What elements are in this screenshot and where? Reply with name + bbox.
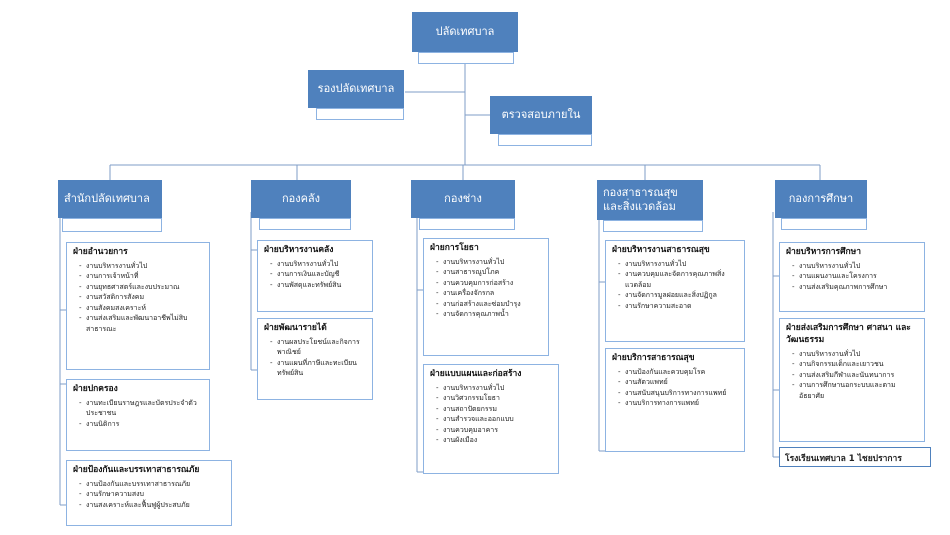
division-subbox bbox=[781, 218, 867, 230]
division-subbox bbox=[603, 220, 703, 232]
chief-administrator-label: ปลัดเทศบาล bbox=[435, 25, 495, 39]
list-item: งานกิจกรรมเด็กและเยาวชน bbox=[792, 359, 919, 370]
list-item: งานควบคุมและจัดการคุณภาพสิ่งแวดล้อม bbox=[618, 269, 739, 290]
section-box: ฝ่ายปกครอง งานทะเบียนราษฎรและบัตรประจำตั… bbox=[66, 379, 210, 451]
section-heading: ฝ่ายอำนวยการ bbox=[73, 247, 128, 257]
section-heading: ฝ่ายแบบแผนและก่อสร้าง bbox=[430, 369, 522, 379]
section-heading: ฝ่ายบริการสาธารณสุข bbox=[612, 353, 695, 363]
list-item: งานพัสดุและทรัพย์สิน bbox=[270, 280, 367, 291]
list-item: งานผลประโยชน์และกิจการพาณิชย์ bbox=[270, 337, 367, 358]
division-office-of-administrator: สำนักปลัดเทศบาล bbox=[58, 180, 162, 218]
division-title: กองสาธารณสุขและสิ่งแวดล้อม bbox=[603, 186, 678, 213]
list-item: งานบริหารงานทั่วไป bbox=[436, 257, 543, 268]
division-public-health: กองสาธารณสุขและสิ่งแวดล้อม bbox=[597, 180, 703, 220]
division-education: กองการศึกษา bbox=[775, 180, 867, 218]
list-item: งานสาธารณูปโภค bbox=[436, 267, 543, 278]
list-item: งานสัตวแพทย์ bbox=[618, 377, 739, 388]
list-item: งานสวัสดิการสังคม bbox=[79, 292, 204, 303]
list-item: งานป้องกันและควบคุมโรค bbox=[618, 367, 739, 378]
list-item: งานส่งเสริมคุณภาพการศึกษา bbox=[792, 282, 919, 293]
list-item: งานควบคุมการก่อสร้าง bbox=[436, 278, 543, 289]
section-box: ฝ่ายบริหารงานคลัง งานบริหารงานทั่วไป งาน… bbox=[257, 240, 373, 312]
internal-audit-label: ตรวจสอบภายใน bbox=[501, 108, 581, 122]
list-item: งานจัดการมูลฝอยและสิ่งปฏิกูล bbox=[618, 290, 739, 301]
section-box: ฝ่ายอำนวยการ งานบริหารงานทั่วไป งานการเจ… bbox=[66, 242, 210, 370]
list-item: งานผังเมือง bbox=[436, 435, 553, 446]
section-heading: ฝ่ายพัฒนารายได้ bbox=[264, 323, 327, 333]
chief-administrator-box: ปลัดเทศบาล bbox=[412, 12, 518, 52]
division-engineering: กองช่าง bbox=[411, 180, 515, 218]
division-subbox bbox=[419, 218, 515, 230]
section-box: ฝ่ายแบบแผนและก่อสร้าง งานบริหารงานทั่วไป… bbox=[423, 364, 559, 474]
list-item: งานสำรวจและออกแบบ bbox=[436, 414, 553, 425]
section-heading: ฝ่ายปกครอง bbox=[73, 384, 118, 394]
list-item: งานรักษาความสงบ bbox=[79, 489, 226, 500]
deputy-administrator-label: รองปลัดเทศบาล bbox=[317, 82, 395, 96]
section-heading: ฝ่ายบริหารการศึกษา bbox=[786, 247, 862, 257]
division-title: กองช่าง bbox=[444, 192, 482, 206]
list-item: งานบริหารงานทั่วไป bbox=[436, 383, 553, 394]
list-item: งานการศึกษานอกระบบและตามอัธยาศัย bbox=[792, 380, 919, 401]
list-item: งานแผนที่ภาษีและทะเบียนทรัพย์สิน bbox=[270, 358, 367, 379]
chief-administrator-subbox bbox=[418, 52, 514, 64]
list-item: งานจัดการคุณภาพน้ำ bbox=[436, 309, 543, 320]
list-item: งานบริหารงานทั่วไป bbox=[618, 259, 739, 270]
list-item: งานบริการทางการแพทย์ bbox=[618, 398, 739, 409]
list-item: งานส่งเสริมกีฬาและนันทนาการ bbox=[792, 370, 919, 381]
list-item: งานนิติการ bbox=[79, 419, 204, 430]
list-item: งานวิศวกรรมโยธา bbox=[436, 393, 553, 404]
list-item: งานสงเคราะห์และฟื้นฟูผู้ประสบภัย bbox=[79, 500, 226, 511]
list-item: งานการเงินและบัญชี bbox=[270, 269, 367, 280]
division-title: กองการศึกษา bbox=[788, 192, 854, 206]
division-title: กองคลัง bbox=[281, 192, 321, 206]
list-item: งานสถาปัตยกรรม bbox=[436, 404, 553, 415]
list-item: งานป้องกันและบรรเทาสาธารณภัย bbox=[79, 479, 226, 490]
internal-audit-subbox bbox=[498, 134, 592, 146]
division-subbox bbox=[259, 218, 351, 230]
list-item: งานทะเบียนราษฎรและบัตรประจำตัวประชาชน bbox=[79, 398, 204, 419]
list-item: งานบริหารงานทั่วไป bbox=[792, 261, 919, 272]
section-heading: ฝ่ายบริหารงานสาธารณสุข bbox=[612, 245, 710, 255]
list-item: งานส่งเสริมและพัฒนาอาชีพไม่สิบสาธารณะ bbox=[79, 313, 204, 334]
section-box: ฝ่ายบริหารการศึกษา งานบริหารงานทั่วไป งา… bbox=[779, 242, 925, 312]
school-box: โรงเรียนเทศบาล 1 ไชยปราการ bbox=[779, 447, 931, 467]
deputy-administrator-subbox bbox=[316, 108, 404, 120]
list-item: งานสนับสนุนบริการทางการแพทย์ bbox=[618, 388, 739, 399]
section-heading: ฝ่ายส่งเสริมการศึกษา ศาสนา และวัฒนธรรม bbox=[786, 323, 911, 345]
list-item: งานเครื่องจักรกล bbox=[436, 288, 543, 299]
internal-audit-box: ตรวจสอบภายใน bbox=[490, 96, 592, 134]
list-item: งานการเจ้าหน้าที่ bbox=[79, 271, 204, 282]
section-box: ฝ่ายพัฒนารายได้ งานผลประโยชน์และกิจการพา… bbox=[257, 318, 373, 400]
list-item: งานสังคมสงเคราะห์ bbox=[79, 303, 204, 314]
division-finance: กองคลัง bbox=[251, 180, 351, 218]
division-title: สำนักปลัดเทศบาล bbox=[64, 192, 150, 206]
section-box: ฝ่ายบริหารงานสาธารณสุข งานบริหารงานทั่วไ… bbox=[605, 240, 745, 342]
section-box: ฝ่ายการโยธา งานบริหารงานทั่วไป งานสาธารณ… bbox=[423, 238, 549, 356]
section-heading: ฝ่ายป้องกันและบรรเทาสาธารณภัย bbox=[73, 465, 200, 475]
list-item: งานแผนงานและโครงการ bbox=[792, 271, 919, 282]
deputy-administrator-box: รองปลัดเทศบาล bbox=[308, 70, 404, 108]
section-box: ฝ่ายบริการสาธารณสุข งานป้องกันและควบคุมโ… bbox=[605, 348, 745, 452]
section-heading: ฝ่ายบริหารงานคลัง bbox=[264, 245, 334, 255]
section-heading: ฝ่ายการโยธา bbox=[430, 243, 479, 253]
school-label: โรงเรียนเทศบาล 1 ไชยปราการ bbox=[785, 454, 902, 464]
list-item: งานรักษาความสะอาด bbox=[618, 301, 739, 312]
list-item: งานควบคุมอาคาร bbox=[436, 425, 553, 436]
list-item: งานบริหารงานทั่วไป bbox=[270, 259, 367, 270]
list-item: งานบริหารงานทั่วไป bbox=[79, 261, 204, 272]
section-box: ฝ่ายป้องกันและบรรเทาสาธารณภัย งานป้องกัน… bbox=[66, 460, 232, 526]
section-box: ฝ่ายส่งเสริมการศึกษา ศาสนา และวัฒนธรรม ง… bbox=[779, 318, 925, 442]
list-item: งานบริหารงานทั่วไป bbox=[792, 349, 919, 360]
list-item: งานยุทธศาสตร์และงบประมาณ bbox=[79, 282, 204, 293]
list-item: งานก่อสร้างและซ่อมบำรุง bbox=[436, 299, 543, 310]
division-subbox bbox=[62, 218, 162, 232]
